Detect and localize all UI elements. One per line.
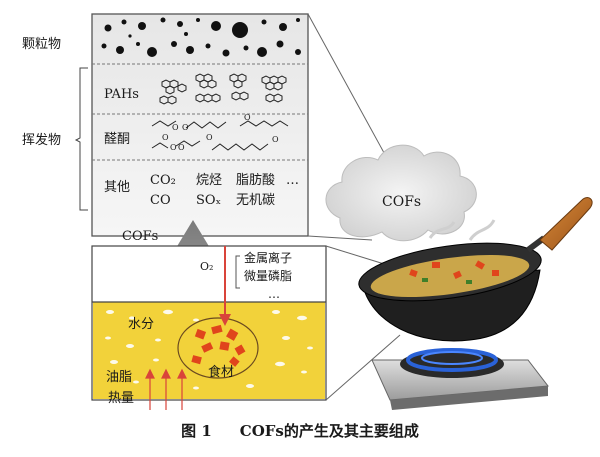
side-item: … <box>268 287 280 301</box>
steam-wisp <box>468 219 496 241</box>
oil-label: 油脂 <box>106 370 132 385</box>
volatile-brace <box>74 67 88 211</box>
composition-panel-frame <box>91 13 309 237</box>
steam-wisp <box>428 221 456 239</box>
row-label-aldehyde-ketone: 醛酮 <box>104 131 130 147</box>
connector-line <box>325 334 401 401</box>
svg-text:O: O <box>178 143 185 152</box>
stove-front <box>390 386 548 410</box>
side-item: 微量磷脂 <box>244 268 292 283</box>
svg-text:O: O <box>170 143 177 152</box>
cooking-scene: COFs <box>325 144 593 410</box>
food-circle <box>177 317 259 379</box>
pah-structures <box>159 73 287 105</box>
wok-handle <box>539 197 593 251</box>
side-item: 金属离子 <box>244 250 292 265</box>
figure-title: COFs的产生及其主要组成 <box>239 422 419 440</box>
figure-caption: 图 1 COFs的产生及其主要组成 <box>0 420 600 441</box>
svg-text:O: O <box>272 135 279 144</box>
process-box: O₂ 金属离子 微量磷脂 … 水分 油脂 食材 <box>91 245 327 401</box>
heat-label: 热量 <box>108 391 134 406</box>
wok-greens <box>422 278 472 284</box>
flame-ring <box>406 348 498 372</box>
row-label-pahs: PAHs <box>104 87 139 102</box>
row-label-other: 其他 <box>104 180 130 195</box>
svg-text:O: O <box>244 113 251 122</box>
food-label: 食材 <box>208 364 234 380</box>
particulate-label: 颗粒物 <box>22 37 61 52</box>
food-pieces <box>191 324 246 367</box>
cofs-arrow-label: COFs <box>122 229 158 244</box>
svg-text:O: O <box>172 123 179 132</box>
other-item: CO₂ <box>150 173 176 188</box>
heat-arrows <box>145 368 187 410</box>
svg-text:O: O <box>182 123 189 132</box>
other-item: CO <box>150 193 171 208</box>
water-label: 水分 <box>128 317 154 332</box>
aldehyde-ketone-structures <box>151 120 289 151</box>
other-item: … <box>286 173 299 188</box>
smoke-label: COFs <box>382 194 421 210</box>
svg-text:O: O <box>206 133 213 142</box>
svg-text:O: O <box>162 133 169 142</box>
other-item: SOₓ <box>196 193 221 208</box>
o2-label: O₂ <box>200 260 213 273</box>
other-item: 脂肪酸 <box>236 172 275 188</box>
wok-food <box>370 254 530 298</box>
other-item: 无机碳 <box>236 193 275 208</box>
water-bubbles <box>105 309 313 390</box>
figure-number: 图 1 <box>181 422 212 440</box>
wok-food-pieces <box>409 260 499 279</box>
volatile-label: 挥发物 <box>22 132 61 148</box>
particulate-dots <box>101 17 301 57</box>
other-item: 烷烃 <box>196 173 222 188</box>
smoke-cloud <box>325 144 477 242</box>
